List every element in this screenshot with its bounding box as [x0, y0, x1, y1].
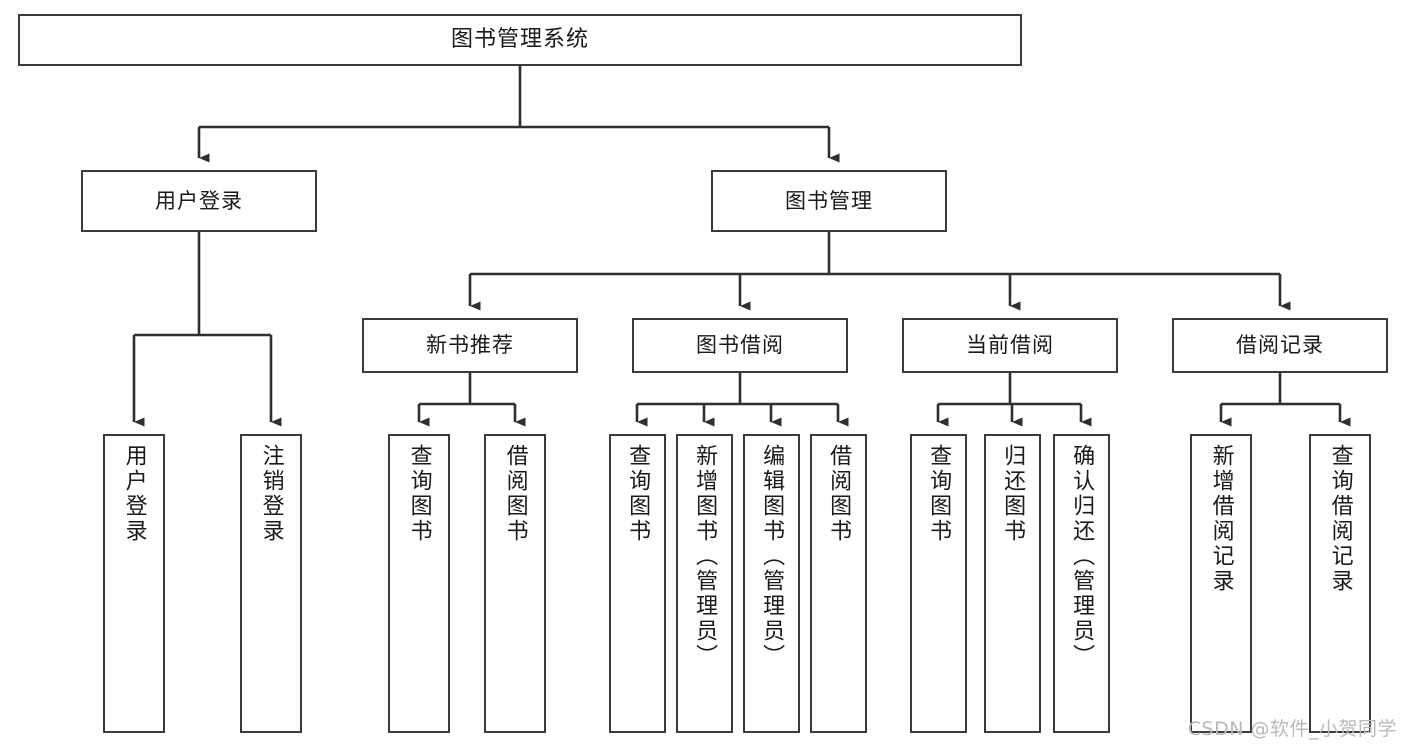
node-leaf-add-book-admin[interactable]: 新增图书（管理员） — [676, 434, 733, 733]
node-book-borrowing[interactable]: 图书借阅 — [632, 318, 848, 373]
node-leaf-user-logout[interactable]: 注销登录 — [240, 434, 302, 733]
node-leaf-confirm-return-admin[interactable]: 确认归还（管理员） — [1053, 434, 1110, 733]
node-label: 图书借阅 — [696, 333, 784, 358]
node-label: 图书管理 — [785, 188, 873, 213]
node-user-login[interactable]: 用户登录 — [81, 170, 317, 232]
node-leaf-query-book-recommendation[interactable]: 查询图书 — [388, 434, 450, 733]
node-leaf-query-borrowing-record[interactable]: 查询借阅记录 — [1309, 434, 1371, 733]
node-current-borrowing[interactable]: 当前借阅 — [902, 318, 1118, 373]
node-label: 注销登录 — [258, 444, 284, 544]
node-label: 借阅记录 — [1236, 333, 1324, 358]
csdn-watermark: CSDN @软件_小贺同学 — [1187, 718, 1397, 740]
node-leaf-borrow-book-recommendation[interactable]: 借阅图书 — [484, 434, 546, 733]
node-leaf-user-login[interactable]: 用户登录 — [103, 434, 165, 733]
node-leaf-return-book[interactable]: 归还图书 — [984, 434, 1041, 733]
node-label: 用户登录 — [121, 444, 147, 544]
node-leaf-add-borrowing-record[interactable]: 新增借阅记录 — [1190, 434, 1252, 733]
node-leaf-edit-book-admin[interactable]: 编辑图书（管理员） — [743, 434, 800, 733]
node-root-book-management-system[interactable]: 图书管理系统 — [18, 14, 1022, 66]
node-label: 归还图书 — [1000, 444, 1026, 544]
node-label: 图书管理系统 — [450, 27, 589, 53]
node-label: 查询借阅记录 — [1327, 444, 1353, 594]
node-label: 查询图书 — [625, 444, 651, 544]
node-leaf-query-book-current[interactable]: 查询图书 — [910, 434, 967, 733]
node-label: 借阅图书 — [502, 444, 528, 544]
node-leaf-borrow-book-borrowing[interactable]: 借阅图书 — [810, 434, 867, 733]
node-leaf-query-book-borrowing[interactable]: 查询图书 — [609, 434, 666, 733]
node-label: 当前借阅 — [966, 333, 1054, 358]
node-label: 查询图书 — [406, 444, 432, 544]
node-borrowing-records[interactable]: 借阅记录 — [1172, 318, 1388, 373]
node-label: 借阅图书 — [826, 444, 852, 544]
node-book-management[interactable]: 图书管理 — [711, 170, 947, 232]
node-label: 新增图书（管理员） — [692, 444, 718, 669]
node-label: 编辑图书（管理员） — [759, 444, 785, 669]
node-label: 新书推荐 — [426, 333, 514, 358]
node-label: 用户登录 — [155, 188, 243, 213]
node-label: 新增借阅记录 — [1208, 444, 1234, 594]
node-label: 查询图书 — [926, 444, 952, 544]
node-new-book-recommendation[interactable]: 新书推荐 — [362, 318, 578, 373]
node-label: 确认归还（管理员） — [1069, 444, 1095, 669]
